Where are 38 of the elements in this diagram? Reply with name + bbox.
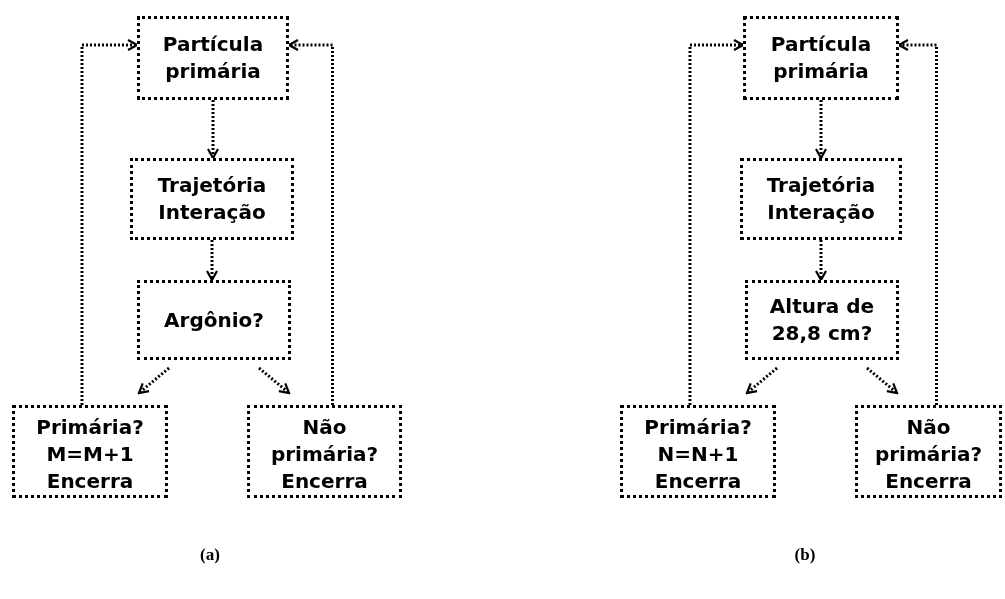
box-text: Trajetória Interação bbox=[156, 172, 268, 226]
process-box bbox=[855, 405, 1002, 498]
dotted-arrow bbox=[80, 38, 139, 405]
process-box bbox=[740, 158, 902, 240]
process-box bbox=[743, 16, 899, 100]
process-box bbox=[137, 16, 289, 100]
dotted-arrow bbox=[688, 38, 745, 405]
process-box bbox=[247, 405, 402, 498]
box-text: Encerra bbox=[281, 468, 368, 495]
box-text: Primária? M=M+1 bbox=[35, 414, 145, 468]
process-box bbox=[745, 280, 899, 360]
box-text: Partícula primária bbox=[769, 31, 873, 85]
dotted-arrow bbox=[814, 240, 828, 282]
dotted-arrow bbox=[745, 366, 778, 395]
box-text: Encerra bbox=[654, 468, 742, 495]
process-box bbox=[620, 405, 776, 498]
dotted-arrow bbox=[866, 366, 899, 395]
process-box bbox=[130, 158, 294, 240]
dotted-arrow bbox=[206, 100, 220, 160]
box-text: Trajetória Interação bbox=[765, 172, 877, 226]
box-text: Encerra bbox=[46, 468, 134, 495]
box-text: Não primária? bbox=[269, 414, 380, 468]
box-text: Partícula primária bbox=[161, 31, 265, 85]
dotted-arrow bbox=[137, 366, 170, 395]
box-text: Primária? N=N+1 bbox=[643, 414, 753, 468]
box-text: Não primária? bbox=[873, 414, 984, 468]
dotted-arrow bbox=[258, 366, 291, 395]
panel-caption: (b) bbox=[794, 545, 816, 565]
panel-caption: (a) bbox=[200, 545, 220, 565]
box-text: Argônio? bbox=[164, 306, 264, 334]
dotted-arrow bbox=[287, 38, 334, 405]
dotted-arrow bbox=[897, 38, 938, 405]
dotted-arrow bbox=[205, 240, 219, 282]
box-text: Altura de 28,8 cm? bbox=[768, 293, 876, 347]
process-box bbox=[137, 280, 291, 360]
box-text: Encerra bbox=[885, 468, 972, 495]
dotted-arrow bbox=[814, 100, 828, 160]
process-box bbox=[12, 405, 168, 498]
